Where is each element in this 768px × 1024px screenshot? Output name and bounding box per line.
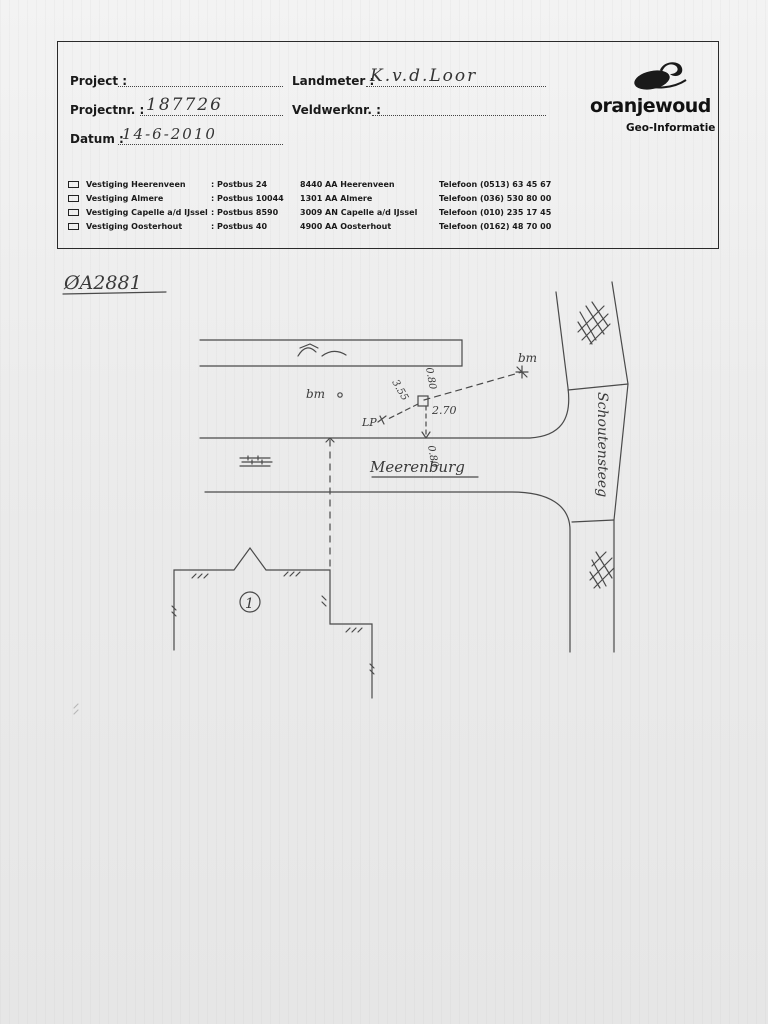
building-number: 1 xyxy=(245,596,254,612)
building-hatch-6 xyxy=(171,605,177,617)
side-street-edge-east xyxy=(611,281,629,653)
bm-right-label: bm xyxy=(518,351,537,365)
building-hatch-2 xyxy=(283,571,301,577)
building-number-circle xyxy=(239,591,261,613)
street-name-side: Schoutensteeg xyxy=(594,392,610,497)
measured-point-square xyxy=(417,395,429,407)
measurement-3: 2.70 xyxy=(431,404,457,417)
office-row-oosterhout: Vestiging Oosterhout : Postbus 40 4900 A… xyxy=(68,221,708,235)
measurement-2: 0.80 xyxy=(423,367,438,391)
landmeter-field-line xyxy=(366,86,546,87)
office-row-heerenveen: Vestiging Heerenveen : Postbus 24 8440 A… xyxy=(68,179,708,193)
office-name: Vestiging Oosterhout xyxy=(86,222,183,231)
office-postbus: : Postbus 8590 xyxy=(211,208,279,217)
projectnr-field-line xyxy=(140,115,283,116)
landmeter-label: Landmeter : xyxy=(292,74,375,88)
brand-subtitle: Geo-Informatie xyxy=(626,122,716,134)
measurement-4: 0.80 xyxy=(425,445,440,469)
hatch-block-north xyxy=(577,301,611,345)
building-hatch-1 xyxy=(191,573,209,579)
street-name-main: Meerenburg xyxy=(369,458,465,476)
building-outline xyxy=(173,546,373,699)
building-hatch-4 xyxy=(321,595,327,607)
side-street-crossing-south xyxy=(571,519,615,523)
projectnr-label: Projectnr. : xyxy=(70,103,145,117)
road-edge-north xyxy=(199,291,570,439)
office-checkbox xyxy=(68,209,79,216)
office-postbus: : Postbus 10044 xyxy=(211,194,284,203)
office-phone: Telefoon (0513) 63 45 67 xyxy=(439,180,552,189)
dashed-road-arrow xyxy=(421,431,431,439)
brand-name: oranjewoud xyxy=(590,95,711,117)
project-field-line xyxy=(118,86,283,87)
datum-label: Datum : xyxy=(70,132,124,146)
office-address: 1301 AA Almere xyxy=(300,194,373,203)
scan-artifact-mark xyxy=(73,703,79,715)
office-address: 4900 AA Oosterhout xyxy=(300,222,392,231)
side-street-crossing-north xyxy=(567,383,629,391)
projectnr-handwritten: 187726 xyxy=(146,95,223,115)
landmeter-handwritten: K.v.d.Loor xyxy=(370,66,478,86)
office-name: Vestiging Almere xyxy=(86,194,164,203)
lp-marker xyxy=(377,415,387,425)
office-phone: Telefoon (0162) 48 70 00 xyxy=(439,222,552,231)
veldwerknr-field-line xyxy=(372,115,546,116)
dashed-to-lp xyxy=(385,403,419,421)
office-phone: Telefoon (010) 235 17 45 xyxy=(439,208,552,217)
lp-label: LP xyxy=(361,416,377,429)
office-checkbox xyxy=(68,195,79,202)
office-list: Vestiging Heerenveen : Postbus 24 8440 A… xyxy=(68,179,708,235)
sketch-reference: ØA2881 xyxy=(63,272,142,294)
water-strip xyxy=(199,339,463,367)
dashed-line-arrow xyxy=(325,437,335,443)
reference-underline xyxy=(62,291,167,295)
datum-handwritten: 14-6-2010 xyxy=(122,125,217,143)
bm-right-marker xyxy=(515,365,529,379)
office-phone: Telefoon (036) 530 80 00 xyxy=(439,194,552,203)
office-checkbox xyxy=(68,181,79,188)
oranjewoud-logo-icon xyxy=(634,62,687,90)
office-address: 8440 AA Heerenveen xyxy=(300,180,395,189)
office-row-almere: Vestiging Almere : Postbus 10044 1301 AA… xyxy=(68,193,708,207)
water-symbol xyxy=(297,347,347,357)
water-symbol-mark xyxy=(299,343,319,349)
building-hatch-3 xyxy=(345,627,363,633)
veldwerknr-label: Veldwerknr. : xyxy=(292,103,381,117)
dashed-to-bm-right xyxy=(423,371,523,401)
office-checkbox xyxy=(68,223,79,230)
project-label: Project : xyxy=(70,74,128,88)
office-row-capelle: Vestiging Capelle a/d IJssel : Postbus 8… xyxy=(68,207,708,221)
office-address: 3009 AN Capelle a/d IJssel xyxy=(300,208,418,217)
office-name: Vestiging Heerenveen xyxy=(86,180,186,189)
office-postbus: : Postbus 40 xyxy=(211,222,268,231)
building-hatch-5 xyxy=(369,663,375,675)
hatch-block-south xyxy=(589,551,615,589)
office-name: Vestiging Capelle a/d IJssel xyxy=(86,208,208,217)
measurement-1: 3.55 xyxy=(389,378,410,403)
office-postbus: : Postbus 24 xyxy=(211,180,268,189)
header-form-box xyxy=(57,41,719,249)
road-edge-south xyxy=(204,491,571,653)
bm-left-marker xyxy=(337,392,343,398)
datum-field-line xyxy=(118,144,283,145)
bm-left-label: bm xyxy=(306,387,325,401)
brick-symbol xyxy=(239,455,273,467)
